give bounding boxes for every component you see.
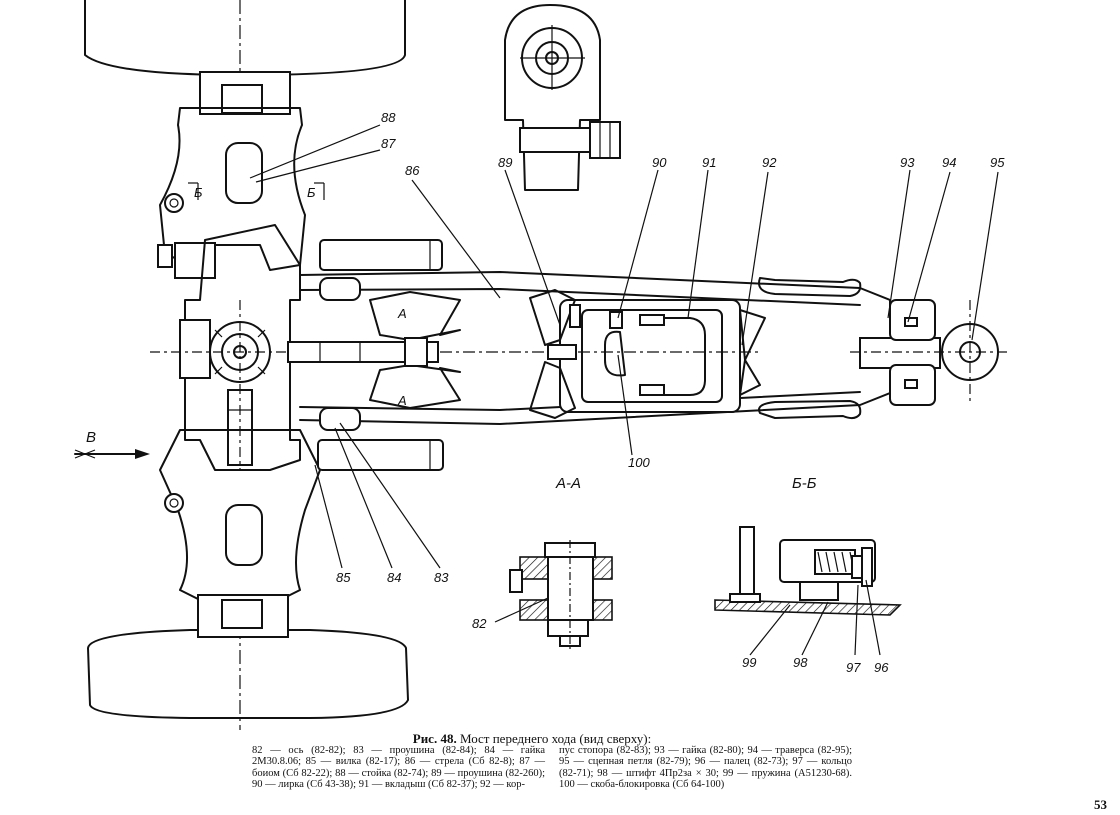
marker-b-right: Б [307,185,316,200]
drawbar-frame [299,271,891,425]
label-89: 89 [498,155,512,170]
caption-title-text: Мост переднего хода (вид сверху): [459,731,652,746]
label-90: 90 [652,155,667,170]
marker-a-top: А [397,306,407,321]
label-100: 100 [628,455,650,470]
section-title-bb: Б-Б [792,475,817,492]
section-title-aa: А-А [555,475,581,492]
label-83: 83 [434,570,449,585]
label-99: 99 [742,655,756,670]
towing-eye [850,299,1010,406]
marker-view-v: В [86,429,96,446]
label-87: 87 [381,136,396,151]
label-96: 96 [874,660,889,675]
label-84: 84 [387,570,401,585]
label-88: 88 [381,110,396,125]
lower-steering-knuckle [159,429,444,638]
part-labels: 88 87 86 89 90 91 92 93 94 95 100 85 84 … [336,110,1005,675]
upper-steering-knuckle [157,71,443,279]
label-92: 92 [762,155,777,170]
cross-members [287,277,766,431]
caption-title: Рис. 48. Мост переднего хода (вид сверху… [212,731,852,746]
marker-a-bottom: А [397,393,407,408]
label-93: 93 [900,155,915,170]
label-94: 94 [942,155,956,170]
section-markers: Б Б А А В А-А Б-Б [86,185,817,492]
caption-fig-label: Рис. 48. [412,731,457,746]
view-arrow [74,449,150,459]
label-98: 98 [793,655,808,670]
label-91: 91 [702,155,716,170]
page-number: 53 [1094,797,1107,812]
detail-pin-view [504,4,621,191]
bottom-wheel [87,600,409,730]
label-85: 85 [336,570,351,585]
leader-lines [188,124,999,656]
label-82: 82 [472,616,487,631]
label-95: 95 [990,155,1005,170]
caption-column-2: пус стопора (82-83); 93 — гайка (82-80);… [559,744,852,791]
label-86: 86 [405,163,420,178]
figure-caption: Рис. 48. Мост переднего хода (вид сверху… [252,732,852,791]
axle-body [150,224,301,471]
section-a-a [509,540,613,650]
caption-column-1: 82 — ось (82-82); 83 — проушина (82-84);… [252,744,545,791]
marker-b-left: Б [194,185,203,200]
section-b-b [714,526,902,616]
label-97: 97 [846,660,861,675]
